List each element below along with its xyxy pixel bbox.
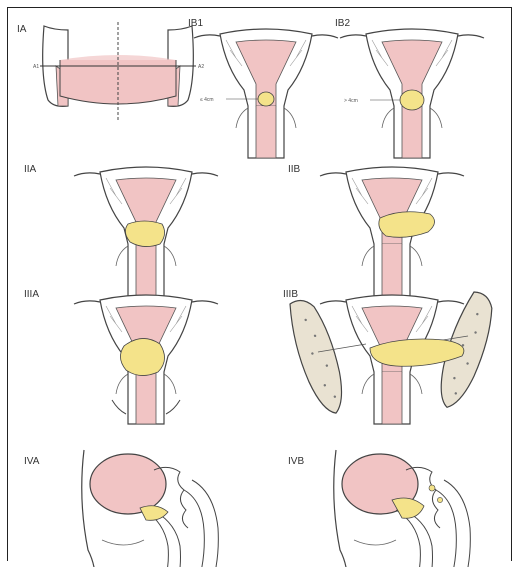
panel-label-ib1: IB1 (188, 18, 203, 29)
panel-ivb: IVB (288, 450, 470, 567)
ivb-metastasis-2 (437, 497, 442, 502)
iib-tumor (379, 212, 435, 238)
panel-label-ib2: IB2 (335, 18, 350, 29)
panel-label-iva: IVA (24, 456, 40, 467)
iiia-tumor (120, 338, 164, 375)
ib2-tumor (400, 90, 424, 110)
ia-axis-a2-label: A2 (198, 64, 204, 70)
panel-label-iia: IIA (24, 164, 37, 175)
panel-ib1: IB1 ≤ 4cm (188, 18, 338, 158)
panel-iva: IVA (24, 450, 218, 567)
iia-tumor (125, 221, 164, 247)
panel-iib: IIB (288, 164, 464, 296)
iiib-bone-left (283, 295, 353, 419)
panel-label-ivb: IVB (288, 456, 304, 467)
panel-iiib: IIIB (283, 289, 500, 424)
ivb-tumor (392, 498, 424, 518)
ia-axis-a1-label: A1 (33, 64, 39, 70)
ivb-metastasis-1 (429, 485, 435, 491)
panel-label-ia: IA (17, 24, 27, 35)
panel-label-iiib: IIIB (283, 289, 298, 300)
panel-ia: IA A1 A2 (17, 22, 204, 120)
panel-label-iib: IIB (288, 164, 301, 175)
ib1-tumor (258, 92, 274, 106)
panel-ib2: IB2 > 4cm (335, 18, 484, 158)
ib2-size-label: > 4cm (344, 98, 358, 104)
panel-label-iiia: IIIA (24, 289, 39, 300)
ib1-size-label: ≤ 4cm (200, 97, 214, 103)
panel-iiia: IIIA (24, 289, 218, 424)
panel-iia: IIA (24, 164, 218, 296)
